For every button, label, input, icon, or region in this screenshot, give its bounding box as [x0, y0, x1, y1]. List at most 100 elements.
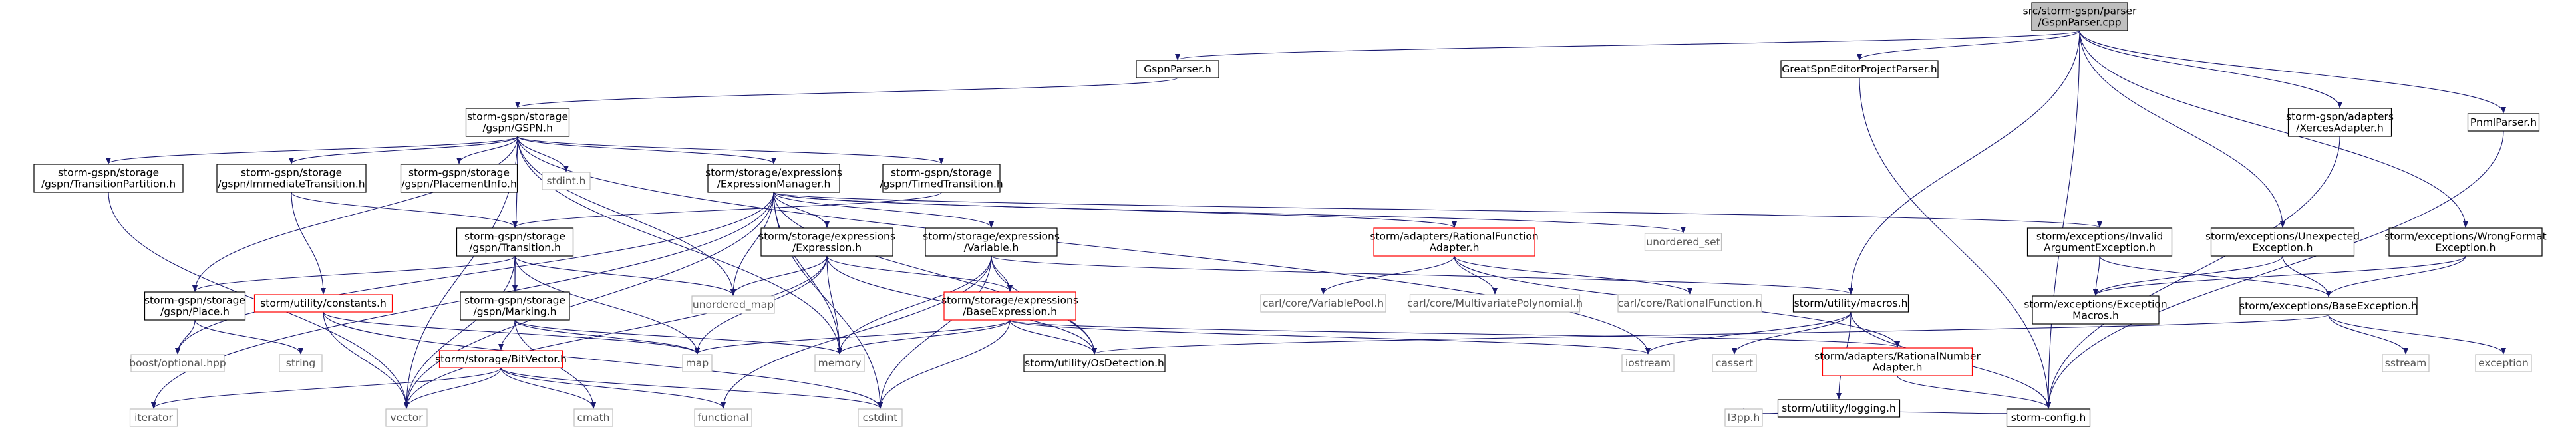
node-label: storm/exceptions/Exception	[2024, 299, 2167, 311]
node-box	[1373, 227, 1535, 257]
node-unordered_map: unordered_map	[691, 295, 775, 314]
node-marking[interactable]: storm-gspn/storage/gspn/Marking.h	[460, 291, 570, 321]
node-logging[interactable]: storm/utility/logging.h	[1777, 399, 1901, 418]
edge-expression-to-vector	[404, 255, 828, 409]
node-label: stdint.h	[547, 175, 586, 187]
node-label: storm/exceptions/Unexpected	[2205, 231, 2360, 243]
node-label: storm/utility/macros.h	[1794, 297, 1908, 309]
node-box	[216, 164, 367, 193]
node-label: /XercesAdapter.h	[2296, 122, 2384, 134]
edge-gspn_h-to-timedtrans	[517, 136, 944, 164]
edge-marking-to-memory	[514, 319, 842, 355]
node-placeinfo[interactable]: storm-gspn/storage/gspn/PlacementInfo.h	[400, 164, 518, 193]
node-label: storm/exceptions/Invalid	[2036, 231, 2164, 243]
node-gspn_h[interactable]: storm-gspn/storage/gspn/GSPN.h	[465, 108, 570, 137]
node-box	[691, 295, 775, 314]
edge-bitvector-to-iterator	[151, 367, 502, 409]
node-label: storm/storage/BitVector.h	[435, 353, 567, 365]
node-osdetect[interactable]: storm/utility/OsDetection.h	[1023, 354, 1166, 372]
node-label: cassert	[1716, 357, 1753, 369]
node-baseexpr[interactable]: storm/storage/expressions/BaseExpression…	[941, 291, 1078, 321]
node-label: /gspn/Marking.h	[474, 306, 557, 318]
node-box	[385, 408, 428, 427]
node-place[interactable]: storm-gspn/storage/gspn/Place.h	[144, 291, 246, 321]
edge-root-to-greatspn	[1857, 30, 2080, 61]
node-box	[438, 350, 564, 368]
node-variable[interactable]: storm/storage/expressions/Variable.h	[923, 227, 1060, 257]
node-box	[707, 164, 840, 193]
edge-root-to-xerces	[2079, 30, 2342, 108]
edge-pnml-to-stormconfig	[2046, 130, 2504, 409]
node-pnml[interactable]: PnmlParser.h	[2467, 113, 2540, 132]
node-label: storm-gspn/storage	[408, 167, 510, 179]
node-exception: exception	[2475, 354, 2532, 372]
node-box	[682, 354, 713, 372]
node-box	[2388, 227, 2543, 257]
edge-variable-to-functional	[721, 255, 992, 409]
node-label: cmath	[577, 412, 609, 424]
node-box	[1617, 294, 1762, 313]
node-label: Macros.h	[2072, 310, 2119, 322]
node-label: storm-gspn/storage	[464, 295, 565, 307]
node-greatspn[interactable]: GreatSpnEditorProjectParser.h	[1780, 60, 1939, 78]
node-box	[1822, 347, 1973, 376]
node-box	[694, 408, 752, 427]
edge-ratfunc-to-ratfunch	[1454, 255, 1692, 295]
node-cstdint: cstdint	[858, 408, 903, 427]
edge-baseexpr-to-osdetect	[1009, 319, 1097, 355]
node-transpart[interactable]: storm-gspn/storage/gspn/TransitionPartit…	[33, 164, 184, 193]
node-label: iostream	[1625, 357, 1671, 369]
node-label: /gspn/ImmediateTransition.h	[218, 178, 365, 190]
node-label: storm-gspn/storage	[467, 111, 568, 123]
node-label: carl/core/VariablePool.h	[1263, 297, 1384, 309]
node-macros[interactable]: storm/utility/macros.h	[1792, 294, 1909, 313]
node-label: storm/storage/expressions	[705, 167, 842, 179]
edge-gspn_h-to-memory	[517, 136, 842, 355]
node-timedtrans[interactable]: storm-gspn/storage/gspn/TimedTransition.…	[880, 164, 1003, 193]
node-vector: vector	[385, 408, 428, 427]
node-box	[1712, 354, 1757, 372]
node-xerces[interactable]: storm-gspn/adapters/XercesAdapter.h	[2286, 108, 2394, 137]
edge-macros-to-iostream	[1645, 311, 1852, 355]
node-gspnparser_h[interactable]: GspnParser.h	[1136, 60, 1219, 78]
node-invalidarg[interactable]: storm/exceptions/InvalidArgumentExceptio…	[2026, 227, 2173, 257]
node-label: storm/adapters/RationalNumber	[1814, 351, 1981, 362]
node-box	[2032, 295, 2160, 325]
node-label: carl/core/RationalFunction.h	[1618, 297, 1762, 309]
node-box	[2031, 2, 2128, 31]
node-stormconfig[interactable]: storm-config.h	[2006, 408, 2091, 427]
edge-exprmgr-to-invalidarg	[773, 192, 2102, 228]
node-bitvector[interactable]: storm/storage/BitVector.h	[435, 350, 567, 368]
edge-root-to-stormconfig	[2046, 30, 2080, 409]
node-label: /Variable.h	[964, 242, 1019, 254]
edge-gspn_h-to-exprmgr	[517, 136, 776, 164]
node-label: storm-gspn/storage	[144, 295, 245, 307]
edge-root-to-macros	[1848, 30, 2080, 295]
node-baseexc[interactable]: storm/exceptions/BaseException.h	[2239, 297, 2418, 315]
edge-ratfunc-to-varpool	[1321, 255, 1455, 295]
node-box	[858, 408, 903, 427]
node-varpool: carl/core/VariablePool.h	[1260, 294, 1386, 313]
edge-gspn_h-to-transpart	[106, 136, 518, 164]
node-transition[interactable]: storm-gspn/storage/gspn/Transition.h	[456, 227, 574, 257]
node-box	[1409, 294, 1581, 313]
node-box	[460, 291, 570, 321]
node-ratfunch: carl/core/RationalFunction.h	[1617, 294, 1762, 313]
edge-ratnum-to-stormconfig	[1897, 375, 2051, 409]
node-root[interactable]: src/storm-gspn/parser/GspnParser.cpp	[2023, 2, 2137, 31]
node-label: storm-gspn/storage	[241, 167, 342, 179]
edge-transition-to-unordered_map	[514, 255, 736, 296]
node-label: storm/storage/expressions	[923, 231, 1060, 243]
node-immtrans[interactable]: storm-gspn/storage/gspn/ImmediateTransit…	[216, 164, 367, 193]
node-box	[1792, 294, 1909, 313]
node-exprmgr[interactable]: storm/storage/expressions/ExpressionMana…	[705, 164, 842, 193]
node-expression[interactable]: storm/storage/expressions/Expression.h	[758, 227, 895, 257]
node-label: boost/optional.hpp	[129, 357, 226, 369]
node-box	[2210, 227, 2355, 257]
node-constants[interactable]: storm/utility/constants.h	[253, 294, 393, 313]
